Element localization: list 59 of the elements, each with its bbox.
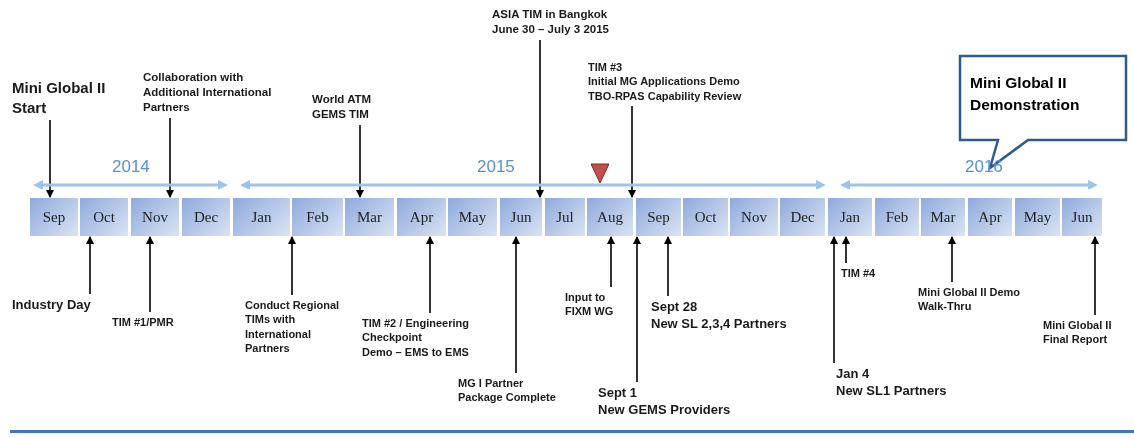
event-label: Mini Global II Start [12,78,130,117]
event-label: MG I Partner Package Complete [458,376,570,405]
month-box: Oct [80,198,128,236]
arrow [512,236,520,374]
arrow [536,39,544,198]
arrow [356,124,364,198]
arrow [948,236,956,283]
month-box: Jan [233,198,290,236]
month-box: Jul [545,198,585,236]
month-box: Nov [730,198,778,236]
arrow [607,236,615,288]
arrow [842,236,850,264]
event-label: World ATM GEMS TIM [312,92,402,122]
event-label: Mini Global II Demo Walk-Thru [918,285,1023,314]
arrow [426,236,434,314]
month-box: Apr [397,198,446,236]
event-label: Jan 4 New SL1 Partners [836,366,976,400]
arrow [146,236,154,313]
year-span-band: 2015 [240,157,826,189]
year-span-band: 2016 [840,157,1098,189]
event-label: TIM #4 [841,266,901,281]
arrow [1091,236,1099,316]
month-box: May [448,198,497,236]
arrow [46,119,54,198]
month-box: Jun [500,198,542,236]
event-label: Sept 1 New GEMS Providers [598,385,768,419]
arrow [633,236,641,383]
month-box: May [1015,198,1060,236]
event-label: ASIA TIM in Bangkok June 30 – July 3 2015 [492,7,642,37]
arrow [830,236,838,364]
event-label: Conduct Regional TIMs with International Partners [245,298,353,356]
month-box: Mar [921,198,965,236]
month-box: Apr [968,198,1012,236]
event-label: Industry Day [12,297,112,314]
month-box: Feb [875,198,919,236]
month-box: Dec [780,198,825,236]
event-label: Collaboration with Additional International Partners [143,70,278,115]
arrow [664,236,672,297]
arrow [288,236,296,296]
event-label: Mini Global II Final Report [1043,318,1134,347]
year-span-band: 2014 [33,157,228,189]
month-box: Oct [683,198,728,236]
month-box: Nov [131,198,179,236]
month-box: Sep [30,198,78,236]
month-box: Jan [828,198,872,236]
event-label: Input to FIXM WG [565,290,623,319]
arrow [86,236,94,295]
arrow [628,105,636,198]
month-box: Mar [345,198,394,236]
month-box: Dec [182,198,230,236]
month-box: Jun [1062,198,1102,236]
month-box: Sep [636,198,681,236]
arrow [166,117,174,198]
month-box: Aug [587,198,633,236]
event-label: Sept 28 New SL 2,3,4 Partners [651,299,826,333]
event-label: TIM #2 / Engineering Checkpoint Demo – EMS to EMS [362,316,492,359]
event-label: TIM #1/PMR [112,315,202,330]
event-label: TIM #3 Initial MG Applications Demo TBO-RPAS Capability Review [588,60,773,103]
month-box: Feb [292,198,343,236]
